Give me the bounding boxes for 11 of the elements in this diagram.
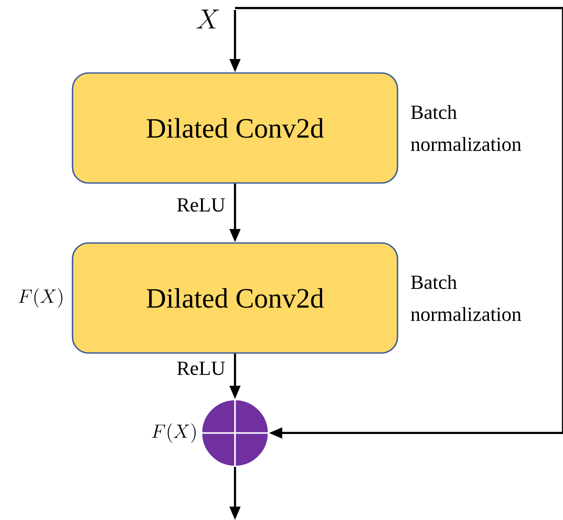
arrow xyxy=(235,6,563,439)
conv-box: Dilated Conv2d xyxy=(72,242,398,354)
side-formula: $F(X)$ xyxy=(152,423,196,443)
conv-box: Dilated Conv2d xyxy=(72,72,398,184)
side-note: Batch normalization xyxy=(410,104,522,152)
side-formula: $F(X)$ xyxy=(18,288,62,308)
side-note: Batch normalization xyxy=(410,274,522,322)
input-label: $X$ xyxy=(196,10,219,28)
edge-label: ReLU xyxy=(175,360,227,376)
edge-label: ReLU xyxy=(175,197,227,213)
sum-circle xyxy=(200,398,270,468)
